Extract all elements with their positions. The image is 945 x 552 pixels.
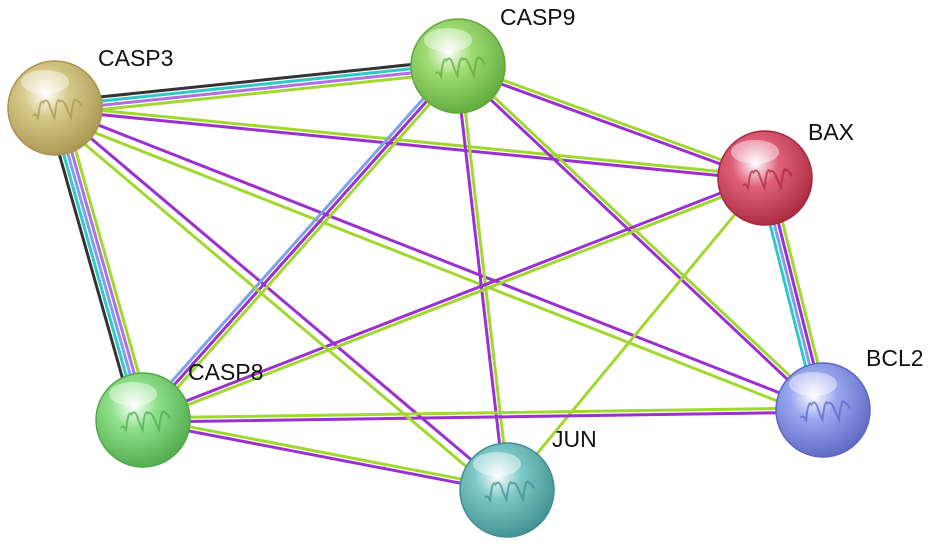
protein-structure-icon <box>800 400 851 424</box>
edge-casp3-casp8-4 <box>45 108 137 424</box>
node-label-bcl2: BCL2 <box>866 345 924 371</box>
edge-casp3-casp9-0 <box>52 58 459 104</box>
edge-casp3-casp9-1 <box>53 62 460 108</box>
node-bax[interactable] <box>717 130 813 226</box>
edge-casp3-jun-0 <box>48 112 504 498</box>
node-casp3[interactable] <box>7 60 103 156</box>
edge-casp9-bax-1 <box>455 66 766 182</box>
node-highlight <box>109 382 157 406</box>
node-bcl2[interactable] <box>775 362 871 458</box>
edge-casp9-casp8-2 <box>138 61 457 419</box>
edge-casp3-jun-0 <box>53 106 509 492</box>
edge-casp3-casp8-0 <box>61 104 153 420</box>
edge-casp3-bcl2-0 <box>50 114 822 420</box>
edge-bax-jun-0 <box>505 176 767 492</box>
protein-structure-icon <box>484 480 535 504</box>
edge-casp3-casp8-2 <box>53 106 145 422</box>
node-highlight <box>424 28 472 52</box>
protein-structure-icon <box>742 168 793 192</box>
edge-casp9-bax-0 <box>457 62 768 178</box>
node-highlight <box>789 372 837 396</box>
node-label-bax: BAX <box>808 119 854 145</box>
node-casp9[interactable] <box>410 18 506 114</box>
edge-casp8-bcl2-0 <box>141 406 825 420</box>
edge-bax-casp8-0 <box>142 178 768 424</box>
edge-casp8-jun-0 <box>141 416 509 490</box>
node-casp8[interactable] <box>95 372 191 468</box>
edge-bax-casp8-1 <box>140 174 766 420</box>
node-highlight <box>473 452 521 476</box>
labels-layer: CASP3 CASP9 BAX BCL2 JUN CASP8 <box>98 4 924 452</box>
edge-casp3-casp8-3 <box>49 107 141 423</box>
node-label-casp3: CASP3 <box>98 45 173 71</box>
edge-casp9-bcl2-1 <box>455 66 824 414</box>
protein-structure-icon <box>120 410 171 434</box>
edges-layer <box>45 58 831 498</box>
edge-casp9-jun-0 <box>458 64 511 492</box>
node-highlight <box>21 70 69 94</box>
node-label-casp8: CASP8 <box>188 359 263 385</box>
edge-casp9-casp8-0 <box>144 67 463 425</box>
node-label-casp9: CASP9 <box>500 4 575 30</box>
node-highlight <box>731 140 779 164</box>
edge-casp9-jun-1 <box>454 64 507 492</box>
edge-casp9-bcl2-0 <box>457 62 826 410</box>
edge-casp3-bax-1 <box>53 108 767 182</box>
edge-casp8-jun-1 <box>141 420 509 494</box>
edge-casp3-bcl2-0 <box>53 106 825 412</box>
edge-casp8-bcl2-1 <box>141 410 825 424</box>
edge-casp9-casp8-1 <box>141 64 460 422</box>
edge-casp3-casp9-3 <box>54 70 461 116</box>
edge-casp3-bax-0 <box>53 104 767 178</box>
protein-structure-icon <box>32 98 83 122</box>
node-jun[interactable] <box>459 442 555 538</box>
nodes-layer <box>7 18 871 538</box>
edge-casp3-casp9-2 <box>53 66 460 112</box>
edge-casp3-casp8-1 <box>57 105 149 421</box>
node-label-jun: JUN <box>552 426 597 452</box>
protein-structure-icon <box>435 56 486 80</box>
